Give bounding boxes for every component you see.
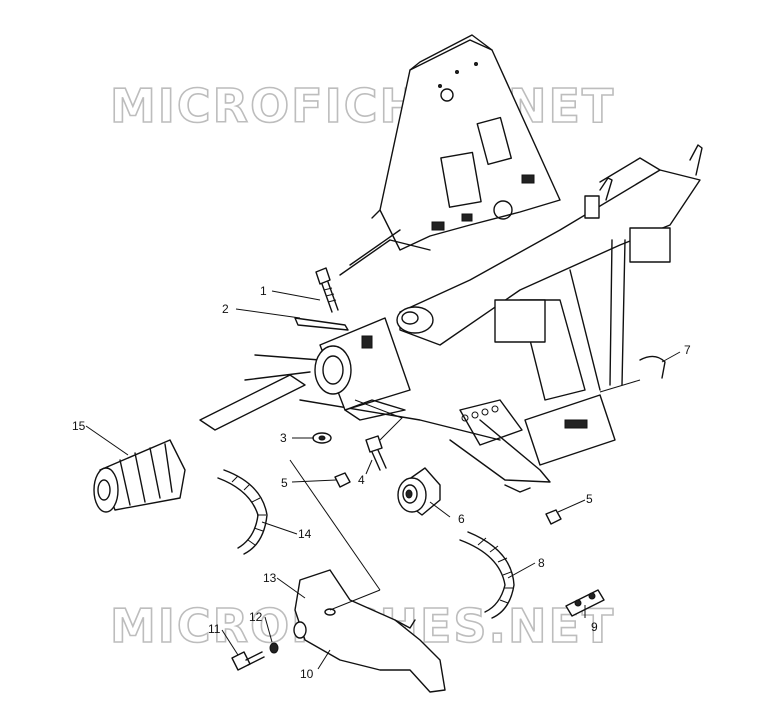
watermark-top: MICROFICHES.NET xyxy=(110,79,615,133)
part-bracket-9 xyxy=(565,589,605,617)
callout-9: 9 xyxy=(591,620,598,634)
part-washer-3 xyxy=(312,432,332,444)
callout-5-right: 5 xyxy=(586,492,593,506)
part-roller-6 xyxy=(397,467,441,516)
callout-12: 12 xyxy=(249,610,263,624)
callout-labels: 1 2 3 4 5 5 6 7 8 9 10 11 12 13 14 15 xyxy=(72,284,691,681)
part-bolt-4 xyxy=(365,435,387,471)
part-nut-5-left xyxy=(334,472,351,488)
callout-11: 11 xyxy=(208,622,221,636)
part-bolt-11 xyxy=(231,651,265,671)
part-drive-roller-15 xyxy=(93,439,186,513)
callout-3: 3 xyxy=(280,431,287,445)
part-nut-5-right xyxy=(545,509,562,525)
callout-10: 10 xyxy=(300,667,314,681)
callout-4: 4 xyxy=(358,473,365,487)
frame-upright-plate xyxy=(371,34,561,251)
callout-1: 1 xyxy=(260,284,267,298)
callout-13: 13 xyxy=(263,571,277,585)
part-guard-10-13 xyxy=(293,569,446,693)
leader-lines xyxy=(85,290,681,670)
frame-cross-beam xyxy=(396,144,703,346)
callout-7: 7 xyxy=(684,343,691,357)
part-washer-12 xyxy=(269,642,279,654)
part-bolt-5-top xyxy=(504,484,531,493)
part-bolt-1 xyxy=(315,267,339,313)
callout-14: 14 xyxy=(298,527,312,541)
callout-15: 15 xyxy=(72,419,86,433)
frame-rails xyxy=(199,229,501,441)
callout-8: 8 xyxy=(538,556,545,570)
callout-5-left: 5 xyxy=(281,476,288,490)
callout-2: 2 xyxy=(222,302,229,316)
swing-arm-assembly xyxy=(314,317,411,421)
part-chain-14 xyxy=(217,469,268,555)
callout-6: 6 xyxy=(458,512,465,526)
part-chain-8 xyxy=(459,531,515,619)
part-clip-7 xyxy=(639,355,666,379)
frame-lower-assembly xyxy=(449,239,626,483)
part-clip-2 xyxy=(294,317,349,331)
